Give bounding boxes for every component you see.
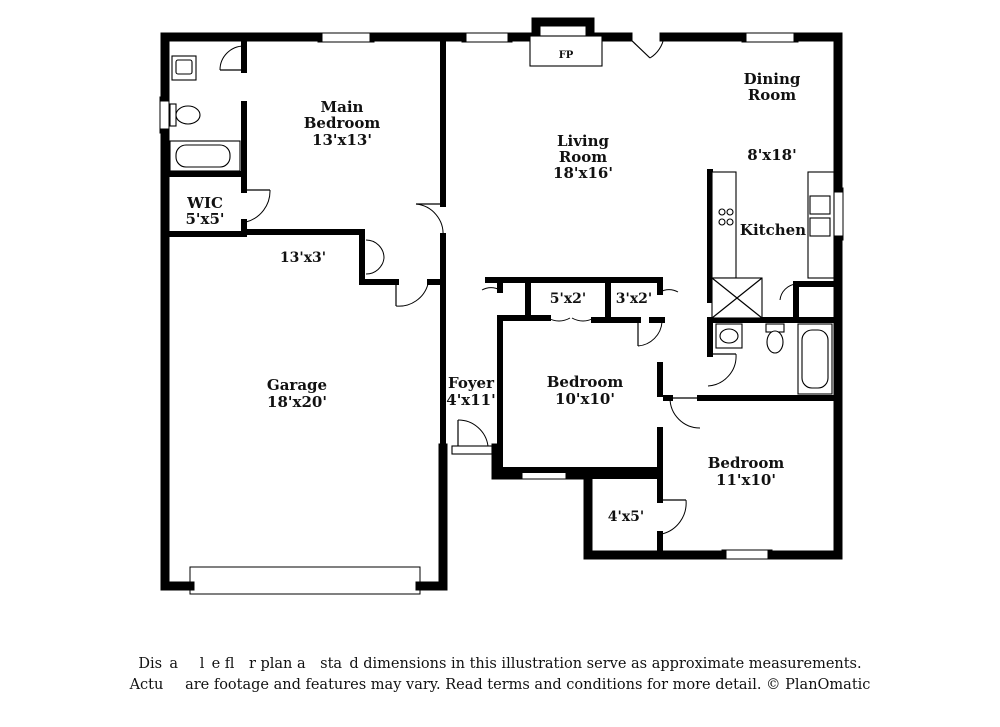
wic-size: 5'x5' xyxy=(185,210,224,228)
kitchen-name: Kitchen xyxy=(740,221,806,239)
dining-room-name-line1: Dining xyxy=(744,70,801,88)
living-room-name-line1: Living xyxy=(557,132,610,150)
doors xyxy=(219,36,797,535)
closet-b-size: 3'x2' xyxy=(616,291,652,307)
fixtures xyxy=(169,35,835,455)
room-labels: Main Bedroom 13'x13' Living Room 18'x16'… xyxy=(185,50,806,525)
fireplace-label: FP xyxy=(559,50,574,61)
garage-size: 18'x20' xyxy=(267,393,327,411)
dining-room-size: 8'x18' xyxy=(747,146,796,164)
disclaimer: Dis a l e fl r plan a sta d dimensions i… xyxy=(0,654,1000,696)
main-bedroom-size: 13'x13' xyxy=(312,131,372,149)
disclaimer-line-2: Actu are footage and features may vary. … xyxy=(129,677,871,693)
hall-closet-size: 13'x3' xyxy=(280,250,326,266)
disclaimer-line-1: Dis a l e fl r plan a sta d dimensions i… xyxy=(138,656,862,672)
garage-name: Garage xyxy=(267,376,327,394)
wic-name: WIC xyxy=(186,194,223,212)
bedroom-2-name: Bedroom xyxy=(547,373,624,391)
main-bedroom-name-line2: Bedroom xyxy=(304,114,381,132)
living-room-size: 18'x16' xyxy=(553,164,613,182)
dining-room-name-line2: Room xyxy=(748,86,796,104)
interior-walls xyxy=(167,39,837,553)
bedroom-2-size: 10'x10' xyxy=(555,390,615,408)
living-room-name-line2: Room xyxy=(559,148,607,166)
foyer-size: 4'x11' xyxy=(446,391,495,409)
windows xyxy=(159,32,844,595)
floor-plan: Main Bedroom 13'x13' Living Room 18'x16'… xyxy=(159,17,844,595)
main-bedroom-name-line1: Main xyxy=(321,98,364,116)
bedroom-3-size: 11'x10' xyxy=(716,471,776,489)
bedroom-3-name: Bedroom xyxy=(708,454,785,472)
closet-a-size: 5'x2' xyxy=(550,291,586,307)
closet-c-size: 4'x5' xyxy=(608,509,644,525)
foyer-name: Foyer xyxy=(448,374,495,392)
